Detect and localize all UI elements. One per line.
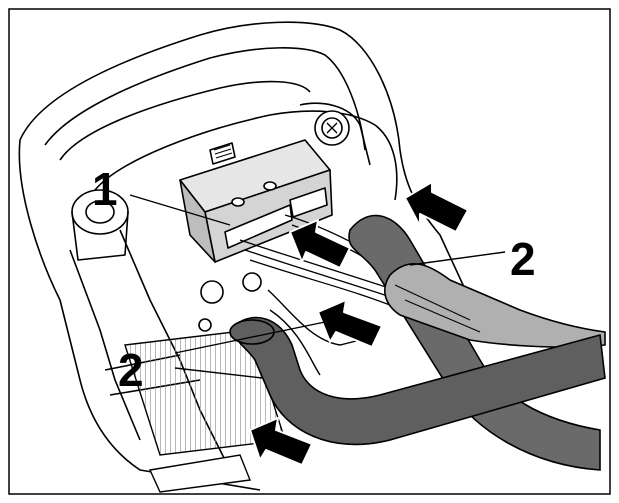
vent-grille xyxy=(124,329,286,493)
electrical-connector xyxy=(179,139,333,263)
leader-lines xyxy=(129,194,506,379)
leader-line-right xyxy=(409,251,506,266)
leader-line-left-upper xyxy=(174,321,326,354)
callout-hoses-left: 2 xyxy=(118,344,144,396)
leader-line-left-lower xyxy=(174,367,263,379)
hose-middle xyxy=(384,263,606,348)
leader-line-connector xyxy=(129,194,231,226)
hose-lower xyxy=(229,289,606,446)
push-arrow-icon xyxy=(249,181,469,466)
callout-connector: 1 xyxy=(92,163,118,215)
callout-hoses-right: 2 xyxy=(510,233,536,285)
